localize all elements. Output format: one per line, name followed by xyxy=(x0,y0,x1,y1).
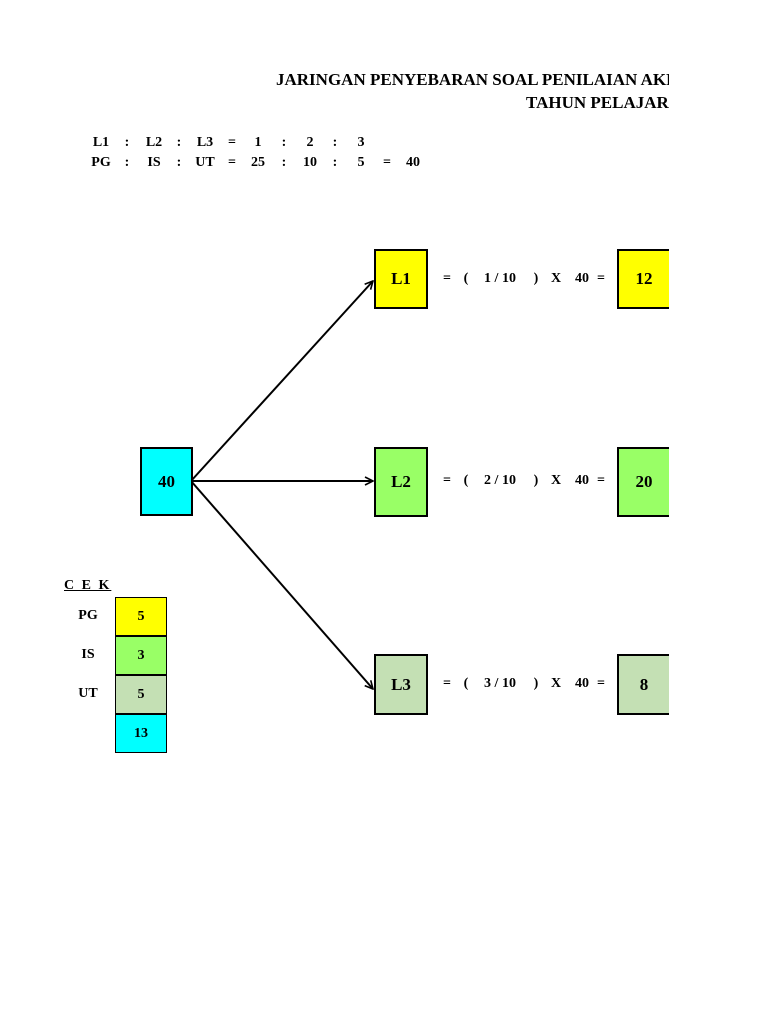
formula-total: 40 xyxy=(575,271,589,286)
cek-value: 3 xyxy=(137,647,145,663)
level-formula-l3: = ( 3 / 10 ) X 40 = xyxy=(0,676,669,694)
formula-equals: = xyxy=(597,676,605,691)
formula-fraction: 1 / 10 xyxy=(484,271,516,286)
level-box-l2: L2 xyxy=(374,447,428,517)
ratio-token: : xyxy=(176,135,182,150)
level-result-l3: 8 xyxy=(617,654,669,715)
ratio-token: : xyxy=(281,135,287,150)
ratio-token: : xyxy=(332,135,338,150)
level-result-l1: 12 xyxy=(617,249,669,309)
ratio-token: : xyxy=(124,155,130,170)
cek-label-is: IS xyxy=(81,647,95,662)
cek-label-pg: PG xyxy=(78,608,98,623)
ratio-token: IS xyxy=(147,155,161,170)
ratio-token: UT xyxy=(195,155,215,170)
cek-value: 5 xyxy=(137,686,145,702)
cek-value-pg: 5 xyxy=(115,597,167,636)
cek-total-value: 13 xyxy=(134,725,148,741)
level-result-value: 20 xyxy=(635,472,653,491)
ratio-token: 25 xyxy=(251,155,265,170)
ratio-type-row: PG : IS : UT = 25 : 10 : 5 = 40 xyxy=(0,155,460,173)
formula-equals: = xyxy=(597,473,605,488)
cek-value-ut: 5 xyxy=(115,675,167,714)
arrow-to-l3 xyxy=(190,480,373,689)
cek-title: C E K xyxy=(64,578,112,593)
formula-equals: = xyxy=(597,271,605,286)
level-label: L3 xyxy=(391,674,411,694)
formula-open-paren: ( xyxy=(463,676,469,691)
arrow-to-l1 xyxy=(190,281,373,482)
total-questions-box: 40 xyxy=(140,447,193,516)
level-label: L2 xyxy=(391,472,411,491)
ratio-token: : xyxy=(332,155,338,170)
formula-times: X xyxy=(550,676,562,691)
total-questions-value: 40 xyxy=(158,471,175,491)
formula-total: 40 xyxy=(575,473,589,488)
formula-open-paren: ( xyxy=(463,473,469,488)
page-title: JARINGAN PENYEBARAN SOAL PENILAIAN AKHIR xyxy=(276,70,669,89)
levels-area: L1 = ( 1 / 10 ) X 40 = 12 L2 = ( 2 / 10 … xyxy=(0,249,669,715)
ratio-token: L1 xyxy=(92,135,110,150)
formula-open-paren: ( xyxy=(463,271,469,286)
ratio-token: L2 xyxy=(145,135,163,150)
cek-label-ut: UT xyxy=(78,686,98,701)
formula-equals: = xyxy=(443,271,451,286)
formula-fraction: 3 / 10 xyxy=(484,676,516,691)
cek-value-is: 3 xyxy=(115,636,167,675)
ratio-token: 1 xyxy=(254,135,262,150)
formula-total: 40 xyxy=(575,676,589,691)
formula-times: X xyxy=(550,473,562,488)
formula-equals: = xyxy=(443,473,451,488)
ratio-token: : xyxy=(281,155,287,170)
level-label: L1 xyxy=(391,269,411,288)
ratio-token: 3 xyxy=(357,135,365,150)
level-result-value: 8 xyxy=(639,674,649,694)
ratio-token: = xyxy=(383,155,391,170)
ratio-token: = xyxy=(228,135,236,150)
ratio-token: 40 xyxy=(406,155,420,170)
ratio-token: 5 xyxy=(357,155,365,170)
ratio-token: PG xyxy=(91,155,111,170)
ratio-token: : xyxy=(176,155,182,170)
formula-fraction: 2 / 10 xyxy=(484,473,516,488)
formula-times: X xyxy=(550,271,562,286)
level-box-l1: L1 xyxy=(374,249,428,309)
formula-close-paren: ) xyxy=(533,271,539,286)
level-formula-l2: = ( 2 / 10 ) X 40 = xyxy=(0,473,669,491)
ratio-level-row: L1 : L2 : L3 = 1 : 2 : 3 xyxy=(0,135,460,153)
formula-equals: = xyxy=(443,676,451,691)
cek-total: 13 xyxy=(115,714,167,753)
level-box-l3: L3 xyxy=(374,654,428,715)
level-formula-l1: = ( 1 / 10 ) X 40 = xyxy=(0,271,669,289)
ratio-token: L3 xyxy=(196,135,214,150)
title-area: JARINGAN PENYEBARAN SOAL PENILAIAN AKHIR… xyxy=(0,0,669,130)
formula-close-paren: ) xyxy=(533,676,539,691)
level-result-value: 12 xyxy=(635,269,653,288)
level-result-l2: 20 xyxy=(617,447,669,517)
ratio-token: : xyxy=(124,135,130,150)
ratio-token: 10 xyxy=(303,155,317,170)
cek-value: 5 xyxy=(137,608,145,624)
ratio-token: = xyxy=(228,155,236,170)
page-subtitle: TAHUN PELAJARAN xyxy=(526,93,669,112)
ratio-token: 2 xyxy=(306,135,314,150)
formula-close-paren: ) xyxy=(533,473,539,488)
